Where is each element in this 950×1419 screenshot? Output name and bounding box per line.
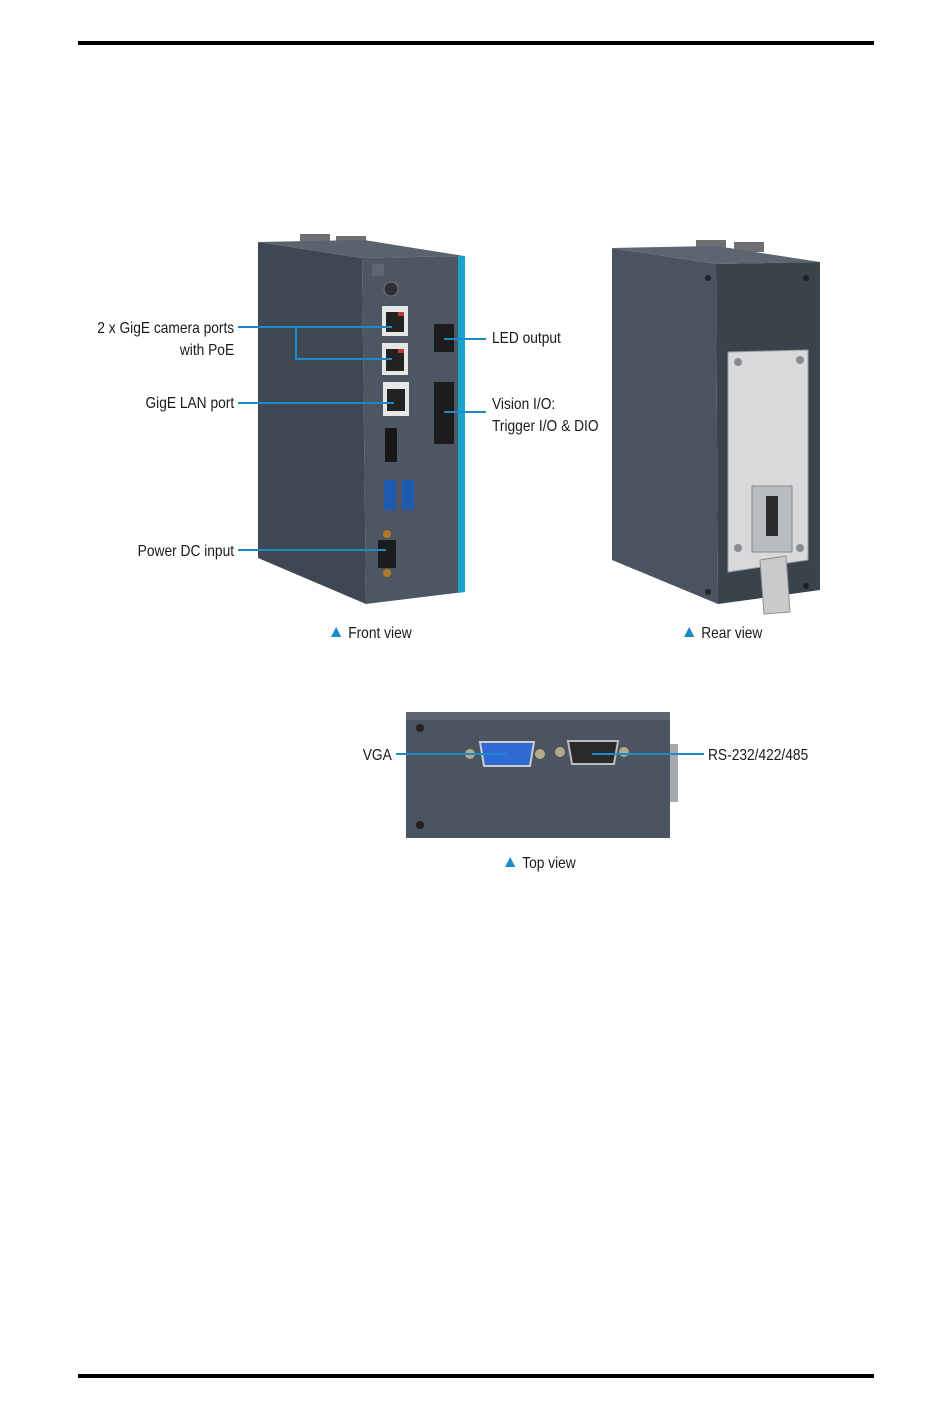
camera-ports-label-line2: with PoE [180, 340, 234, 362]
front-view-caption: Front view [331, 624, 412, 644]
camera-ports-label-line1: 2 x GigE camera ports [97, 318, 234, 340]
vga-label: VGA [363, 745, 392, 767]
power-dc-label: Power DC input [138, 541, 234, 563]
gige-lan-label: GigE LAN port [145, 393, 234, 415]
vision-io-label-line1: Vision I/O: [492, 394, 555, 416]
top-view-caption-text: Top view [522, 855, 576, 872]
rear-view-image [612, 240, 820, 614]
triangle-up-icon [505, 857, 515, 867]
top-view-image [406, 712, 678, 838]
serial-label: RS-232/422/485 [708, 745, 808, 767]
top-view-caption: Top view [505, 854, 576, 874]
led-output-label: LED output [492, 328, 561, 350]
triangle-up-icon [331, 627, 341, 637]
rear-view-caption-text: Rear view [701, 625, 762, 642]
vision-io-label-line2: Trigger I/O & DIO [492, 416, 599, 438]
front-view-image [258, 234, 465, 604]
rear-view-caption: Rear view [684, 624, 762, 644]
front-view-caption-text: Front view [348, 625, 411, 642]
triangle-up-icon [684, 627, 694, 637]
